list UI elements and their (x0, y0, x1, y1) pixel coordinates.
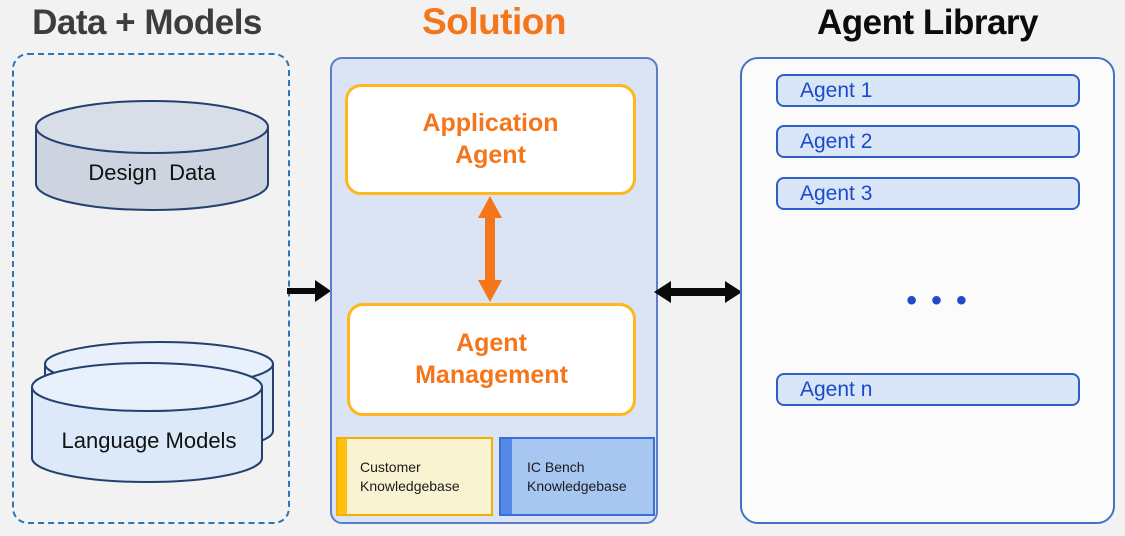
database-gray-icon (35, 100, 269, 211)
application-agent-label: Application Agent (422, 109, 559, 169)
agent-library-title: Agent Library (816, 3, 1039, 42)
ellipsis-icon: • • • (906, 284, 970, 317)
solution-title: Solution (422, 1, 566, 42)
ic-bench-knowledgebase-accent-bar (501, 439, 512, 514)
agent-item-3: Agent 3 (776, 177, 1080, 210)
agent-item-1: Agent 1 (776, 74, 1080, 107)
application-agent-box: Application Agent (345, 84, 636, 195)
customer-knowledgebase-label: Customer Knowledgebase (360, 458, 460, 494)
agent-management-label: Agent Management (415, 329, 568, 389)
language-models-label: Language Models (61, 428, 237, 453)
data-models-title: Data + Models (32, 3, 262, 42)
arrow-double-horizontal-icon (654, 281, 742, 303)
arrow-right-icon (287, 280, 331, 302)
design-data-label: Design Data (88, 160, 216, 185)
agent-item-n: Agent n (776, 373, 1080, 406)
ic-bench-knowledgebase-label: IC Bench Knowledgebase (527, 458, 627, 494)
arrow-double-vertical-icon (478, 196, 502, 302)
customer-knowledgebase-accent-bar (338, 439, 347, 514)
agent-item-2: Agent 2 (776, 125, 1080, 158)
database-blue-stack-icon (31, 341, 274, 483)
ic-bench-knowledgebase-box: IC Bench Knowledgebase (499, 437, 655, 516)
customer-knowledgebase-box: Customer Knowledgebase (336, 437, 493, 516)
agent-management-box: Agent Management (347, 303, 636, 416)
